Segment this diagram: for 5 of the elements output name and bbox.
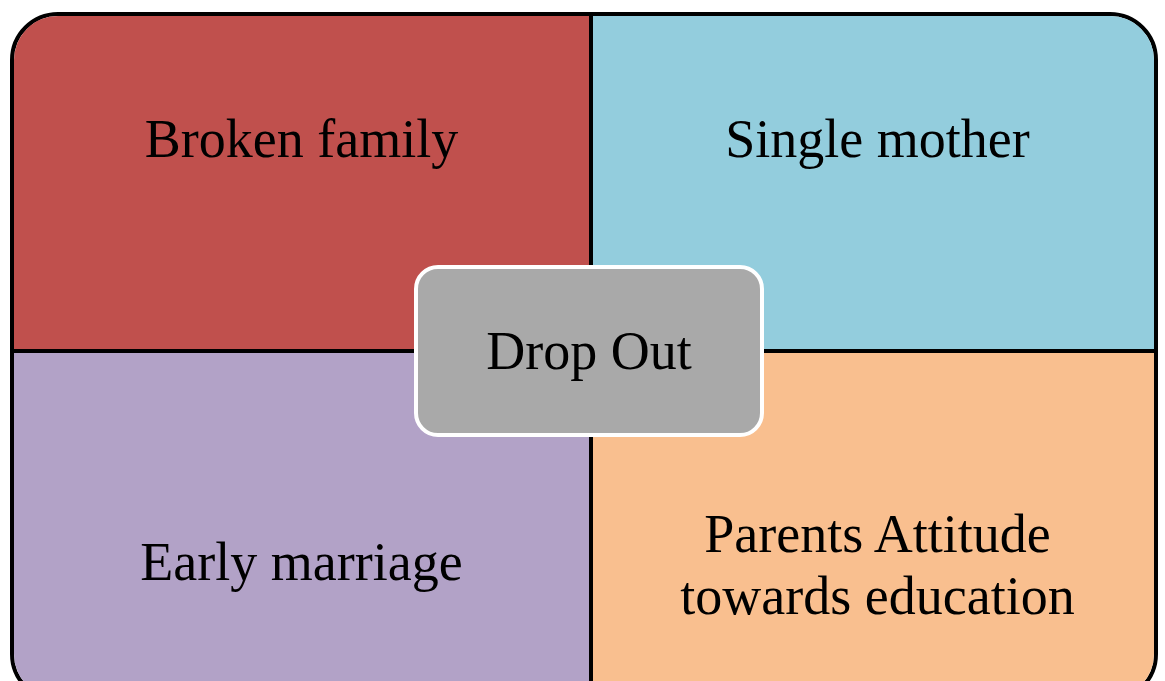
quadrant-label: Parents Attitude towards education	[679, 503, 1076, 627]
quadrant-label: Early marriage	[139, 531, 464, 593]
quadrant-label: Single mother	[724, 108, 1031, 170]
center-box: Drop Out	[414, 265, 764, 437]
quadrant-label: Broken family	[143, 108, 460, 170]
